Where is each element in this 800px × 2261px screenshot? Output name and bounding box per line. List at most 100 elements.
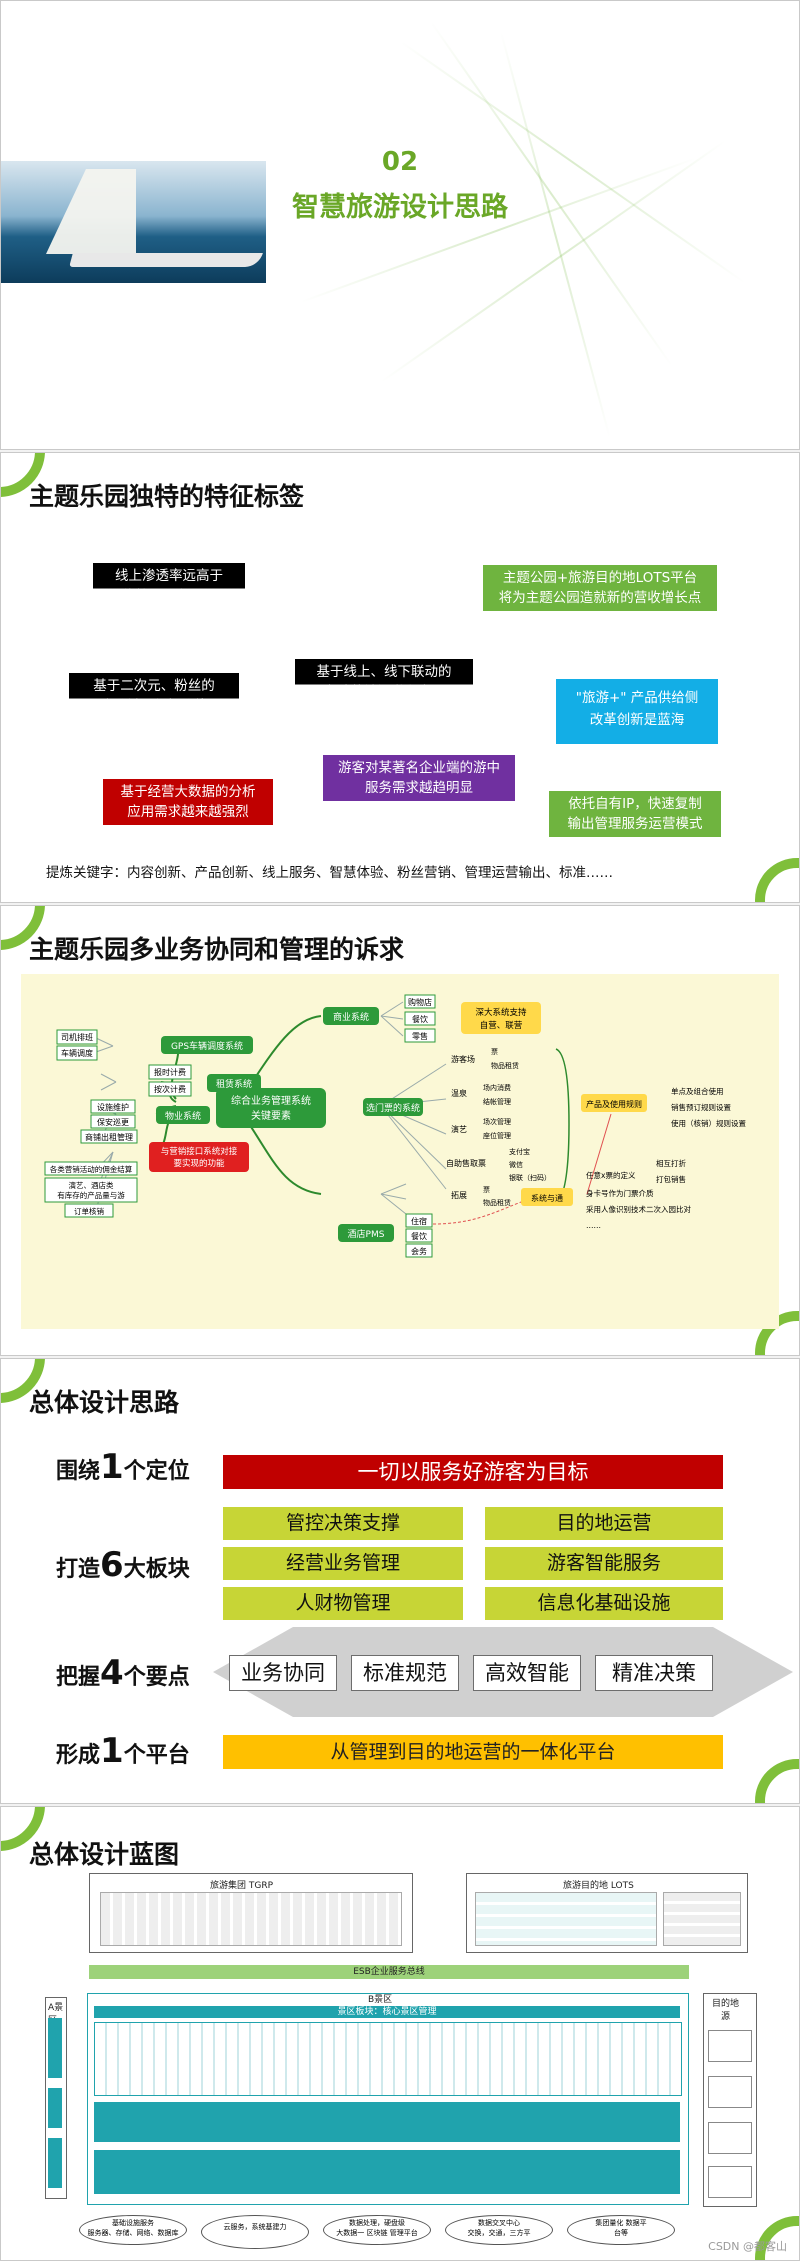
- infra-oval: 数据处理，硬盘级 大数据一 区块链 管理平台: [323, 2215, 431, 2245]
- svg-text:物品租赁: 物品租赁: [491, 1061, 519, 1070]
- infra-oval: 集团量化 数据平 台等: [567, 2215, 675, 2245]
- destination-column: 目的地 源: [703, 1993, 757, 2207]
- keywords-line: 提炼关键字：内容创新、产品创新、线上服务、智慧体验、粉丝营销、管理运营输出、标准…: [46, 865, 613, 881]
- svg-text:票: 票: [483, 1186, 490, 1194]
- svg-text:车辆调度: 车辆调度: [61, 1048, 93, 1058]
- slide-cover: 02 智慧旅游设计思路: [0, 0, 800, 450]
- svg-text:采用人像识别技术二次入园比对: 采用人像识别技术二次入园比对: [586, 1204, 691, 1214]
- infra-oval: 基础设施服务 服务器、存储、网络、数据库: [79, 2215, 187, 2245]
- region-a-column: A景区: [45, 1997, 67, 2199]
- svg-text:购物店: 购物店: [408, 997, 432, 1007]
- tag-online-penetration: 线上渗透率远高于 传统景区和景区: [93, 563, 245, 609]
- svg-text:设施维护: 设施维护: [97, 1102, 129, 1112]
- tgrp-box: 旅游集团 TGRP: [89, 1873, 413, 1953]
- slide-title: 主题乐园独特的特征标签: [29, 482, 305, 511]
- tag-ip-innovation: 基于二次元、粉丝的 产业链IP创新价值: [69, 673, 239, 719]
- keypoint-box: 精准决策: [595, 1655, 713, 1691]
- svg-text:司机排班: 司机排班: [61, 1032, 93, 1042]
- svg-text:结帐管理: 结帐管理: [483, 1097, 511, 1106]
- svg-text:使用（核销）规则设置: 使用（核销）规则设置: [671, 1118, 746, 1128]
- lots-modules: [475, 1892, 657, 1946]
- svg-text:酒店PMS: 酒店PMS: [348, 1228, 385, 1240]
- svg-text:物业系统: 物业系统: [165, 1110, 201, 1122]
- block-pill: 经营业务管理: [223, 1547, 463, 1580]
- infra-oval: 云服务，系统基建力: [201, 2215, 309, 2249]
- row-label-blocks: 打造6大板块: [56, 1545, 190, 1585]
- svg-text:打包销售: 打包销售: [656, 1174, 686, 1184]
- svg-text:系统与通: 系统与通: [531, 1193, 563, 1203]
- svg-text:座位管理: 座位管理: [483, 1131, 511, 1140]
- svg-text:各类营销活动的佣金结算: 各类营销活动的佣金结算: [50, 1164, 133, 1174]
- svg-text:拓展: 拓展: [451, 1190, 467, 1200]
- svg-text:餐饮: 餐饮: [412, 1014, 428, 1024]
- svg-text:……: ……: [586, 1221, 601, 1230]
- mindmap-panel: 综合业务管理系统 关键要素 GPS车辆调度系统 司机排班 车辆调度 租赁系统 报…: [21, 974, 779, 1329]
- svg-text:住宿: 住宿: [411, 1216, 427, 1226]
- svg-text:商铺出租管理: 商铺出租管理: [85, 1132, 133, 1142]
- svg-text:餐饮: 餐饮: [411, 1231, 427, 1241]
- core-band: [94, 2150, 680, 2194]
- svg-text:物品租赁: 物品租赁: [483, 1198, 511, 1207]
- row-label-positioning: 围绕1个定位: [56, 1447, 190, 1487]
- infra-oval: 数据交叉中心 交换，交通，三方平: [445, 2215, 553, 2245]
- green-ring-decor: [755, 2216, 799, 2260]
- center-node: 综合业务管理系统: [231, 1094, 311, 1107]
- svg-text:商业系统: 商业系统: [333, 1011, 369, 1023]
- platform-bar: 从管理到目的地运营的一体化平台: [223, 1735, 723, 1769]
- svg-text:租赁系统: 租赁系统: [216, 1078, 252, 1090]
- svg-text:有库存的产品量与游: 有库存的产品量与游: [57, 1190, 125, 1200]
- svg-text:零售: 零售: [412, 1031, 428, 1041]
- tag-ip-replication: 依托自有IP，快速复制 输出管理服务运营模式: [549, 791, 721, 837]
- tgrp-label: 旅游集团 TGRP: [210, 1881, 274, 1891]
- keypoint-box: 标准规范: [351, 1655, 459, 1691]
- region-b-label: B景区: [368, 1995, 393, 2005]
- green-ring-decor: [755, 858, 799, 902]
- row-label-platform: 形成1个平台: [56, 1731, 190, 1771]
- core-modules: [94, 2022, 682, 2096]
- slide-title: 总体设计思路: [29, 1388, 180, 1417]
- svg-text:保安巡更: 保安巡更: [97, 1117, 129, 1127]
- svg-text:与营销接口系统对接: 与营销接口系统对接: [161, 1146, 238, 1157]
- goal-bar: 一切以服务好游客为目标: [223, 1455, 723, 1489]
- section-number: 02: [381, 147, 419, 177]
- svg-text:报时计费: 报时计费: [154, 1067, 186, 1077]
- block-pill: 信息化基础设施: [485, 1587, 723, 1620]
- section-title: 智慧旅游设计思路: [292, 192, 508, 223]
- tag-online-offline: 基于线上、线下联动的 多种营销渠道和产品: [295, 659, 473, 705]
- watermark: CSDN @都客山: [708, 2240, 787, 2253]
- svg-text:演艺、酒店类: 演艺、酒店类: [69, 1180, 114, 1190]
- svg-text:订单核销: 订单核销: [74, 1206, 104, 1216]
- svg-text:场次管理: 场次管理: [483, 1117, 511, 1126]
- esb-bus: ESB企业服务总线: [89, 1965, 689, 1979]
- svg-text:演艺: 演艺: [451, 1124, 467, 1134]
- svg-text:游客场: 游客场: [451, 1054, 475, 1064]
- svg-text:要实现的功能: 要实现的功能: [173, 1158, 225, 1169]
- block-pill: 人财物管理: [223, 1587, 463, 1620]
- svg-text:微信: 微信: [509, 1160, 523, 1169]
- svg-text:场内消费: 场内消费: [483, 1083, 511, 1092]
- block-pill: 管控决策支撑: [223, 1507, 463, 1540]
- svg-text:任意x票的定义: 任意x票的定义: [586, 1170, 636, 1180]
- svg-text:单点及组合使用: 单点及组合使用: [671, 1086, 724, 1096]
- svg-text:相互打折: 相互打折: [656, 1158, 686, 1168]
- core-area: B景区 景区板块：核心景区管理: [87, 1993, 689, 2205]
- svg-text:会务: 会务: [411, 1246, 427, 1256]
- svg-text:支付宝: 支付宝: [509, 1147, 530, 1156]
- block-pill: 目的地运营: [485, 1507, 723, 1540]
- svg-text:GPS车辆调度系统: GPS车辆调度系统: [171, 1040, 243, 1052]
- sailboat-photo: [1, 161, 266, 283]
- svg-text:深大系统支持: 深大系统支持: [475, 1007, 527, 1018]
- lots-side: [663, 1892, 741, 1946]
- core-band: [94, 2102, 680, 2142]
- svg-text:自助售取票: 自助售取票: [446, 1158, 486, 1168]
- svg-text:自营、联营: 自营、联营: [480, 1020, 523, 1031]
- keypoint-box: 业务协同: [229, 1655, 337, 1691]
- slide-overall-design: 总体设计思路 围绕1个定位 一切以服务好游客为目标 打造6大板块 管控决策支撑 …: [0, 1358, 800, 1804]
- svg-text:关键要素: 关键要素: [251, 1109, 291, 1122]
- slide-title: 总体设计蓝图: [29, 1840, 180, 1869]
- core-header: 景区板块：核心景区管理: [94, 2006, 680, 2018]
- green-ring-decor: [755, 1759, 799, 1803]
- svg-text:银联（扫码）: 银联（扫码）: [509, 1173, 551, 1182]
- mindmap-diagram: 综合业务管理系统 关键要素 GPS车辆调度系统 司机排班 车辆调度 租赁系统 报…: [44, 994, 746, 1258]
- lots-label: 旅游目的地 LOTS: [563, 1881, 634, 1891]
